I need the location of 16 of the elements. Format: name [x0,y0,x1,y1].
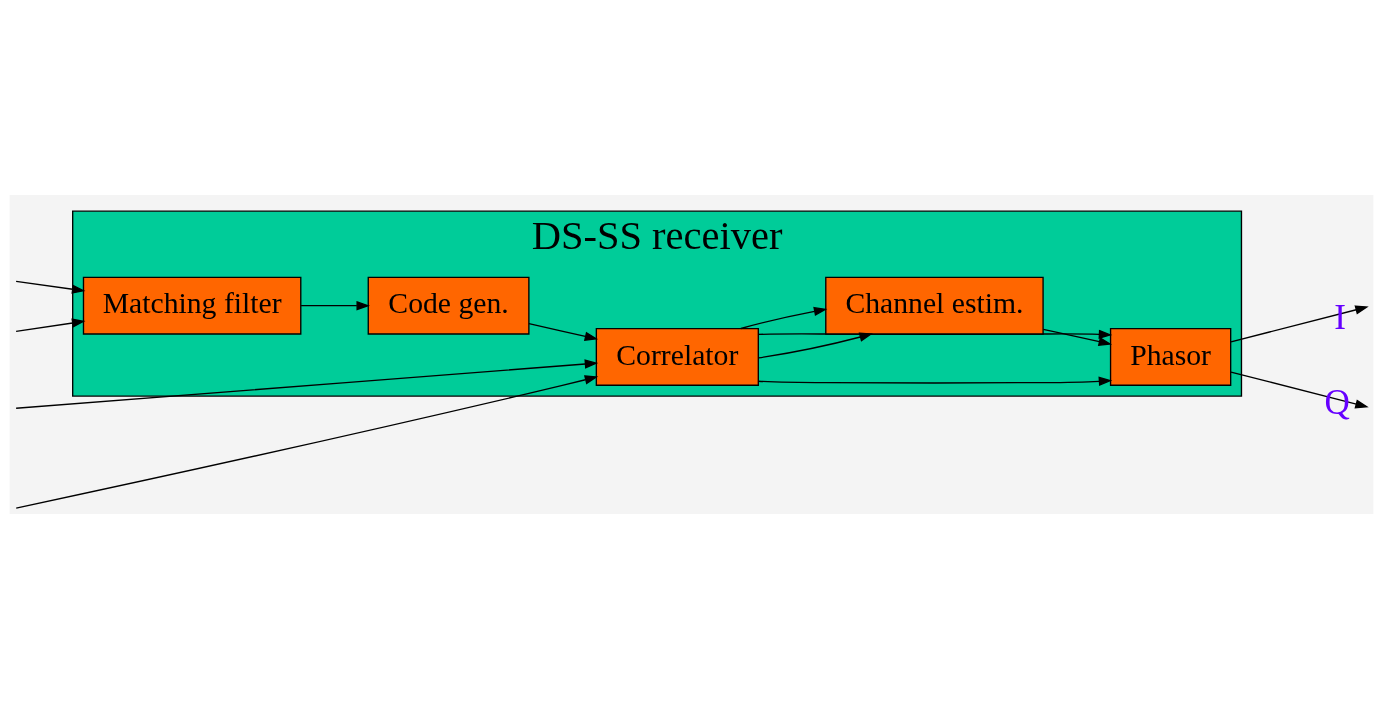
arrow [1042,328,1113,347]
arrow [740,306,828,330]
arrow [15,280,86,294]
arrow [1230,305,1369,343]
node-box: Phasor [1109,327,1232,386]
arrow [528,322,599,341]
arrow [300,300,370,311]
arrow [757,376,1113,387]
arrow [15,375,599,509]
node-box: Code gen. [367,276,530,335]
node-box: Matching filter [82,276,302,335]
node-box: Correlator [595,327,759,386]
node-box: Channel estim. [825,276,1044,335]
arrow [15,318,86,332]
arrow [15,359,599,409]
arrow [757,332,873,359]
